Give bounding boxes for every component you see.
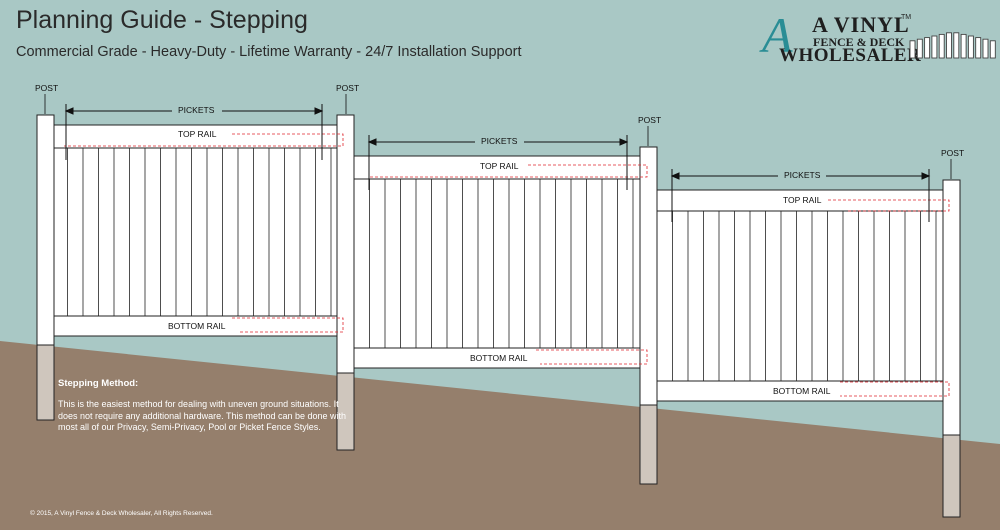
post-4-label: POST	[941, 148, 965, 158]
panel-2-bottom-rail-label: BOTTOM RAIL	[470, 353, 528, 363]
stepping-method-heading: Stepping Method:	[58, 378, 139, 389]
post-3-footing	[639, 404, 658, 485]
logo-line-1: A VINYL	[812, 12, 910, 37]
logo-picket	[938, 33, 945, 59]
panel-2-pickets	[369, 179, 634, 348]
post-2-footing	[336, 372, 355, 451]
logo-picket	[975, 37, 982, 59]
post-3	[639, 146, 658, 485]
panel-2-top-rail-label: TOP RAIL	[480, 161, 519, 171]
fence-panel-2	[353, 155, 643, 369]
post-3-label: POST	[638, 115, 662, 125]
pickets-dimension-lines	[64, 104, 931, 222]
panel-3-pickets	[672, 211, 937, 381]
post-1	[36, 114, 55, 421]
panel-2-pickets-area	[353, 178, 643, 350]
page-title: Planning Guide - Stepping	[16, 6, 308, 34]
panel-1-pickets-area	[51, 147, 338, 319]
logo-monogram: A	[762, 7, 793, 63]
panel-2-pickets-label: PICKETS	[481, 136, 518, 146]
panel-1-pickets-label: PICKETS	[178, 105, 215, 115]
post-4-footing	[942, 434, 961, 518]
logo-trademark: TM	[901, 14, 912, 21]
panel-3-top-rail-label: TOP RAIL	[783, 195, 822, 205]
logo-picket	[916, 38, 923, 59]
post-4	[942, 179, 961, 518]
fence-panel-3	[656, 189, 944, 402]
panel-1-top-rail-label: TOP RAIL	[178, 129, 217, 139]
panel-3-pickets-area	[656, 210, 944, 382]
panel-3-pickets-label: PICKETS	[784, 170, 821, 180]
logo-fence-icon	[909, 32, 996, 59]
page-subtitle: Commercial Grade - Heavy-Duty - Lifetime…	[16, 44, 522, 60]
logo-picket	[924, 37, 931, 59]
fence-panel-1	[51, 124, 338, 337]
post-1-label: POST	[35, 83, 59, 93]
post-1-footing	[36, 344, 55, 421]
logo-picket	[960, 33, 967, 59]
logo-picket	[931, 35, 938, 59]
logo-picket	[982, 38, 989, 59]
logo-picket	[946, 32, 952, 59]
logo-picket	[953, 32, 960, 59]
panel-1-pickets	[67, 148, 332, 316]
ground-slope	[0, 341, 1000, 530]
panel-1-bottom-rail-label: BOTTOM RAIL	[168, 321, 226, 331]
logo-picket	[909, 40, 916, 59]
logo-line-3: WHOLESALER	[779, 45, 922, 66]
post-2	[336, 114, 355, 451]
logo-line-2: FENCE & DECK	[813, 35, 905, 49]
logo-picket	[967, 35, 974, 59]
panel-3-bottom-rail-label: BOTTOM RAIL	[773, 386, 831, 396]
post-2-label: POST	[336, 83, 360, 93]
stepping-method-description: This is the easiest method for dealing w…	[58, 399, 347, 432]
logo-picket	[989, 40, 996, 59]
copyright-notice: © 2015, A Vinyl Fence & Deck Wholesaler,…	[30, 510, 213, 517]
post-leaders	[44, 94, 952, 179]
rail-guides	[64, 133, 950, 397]
